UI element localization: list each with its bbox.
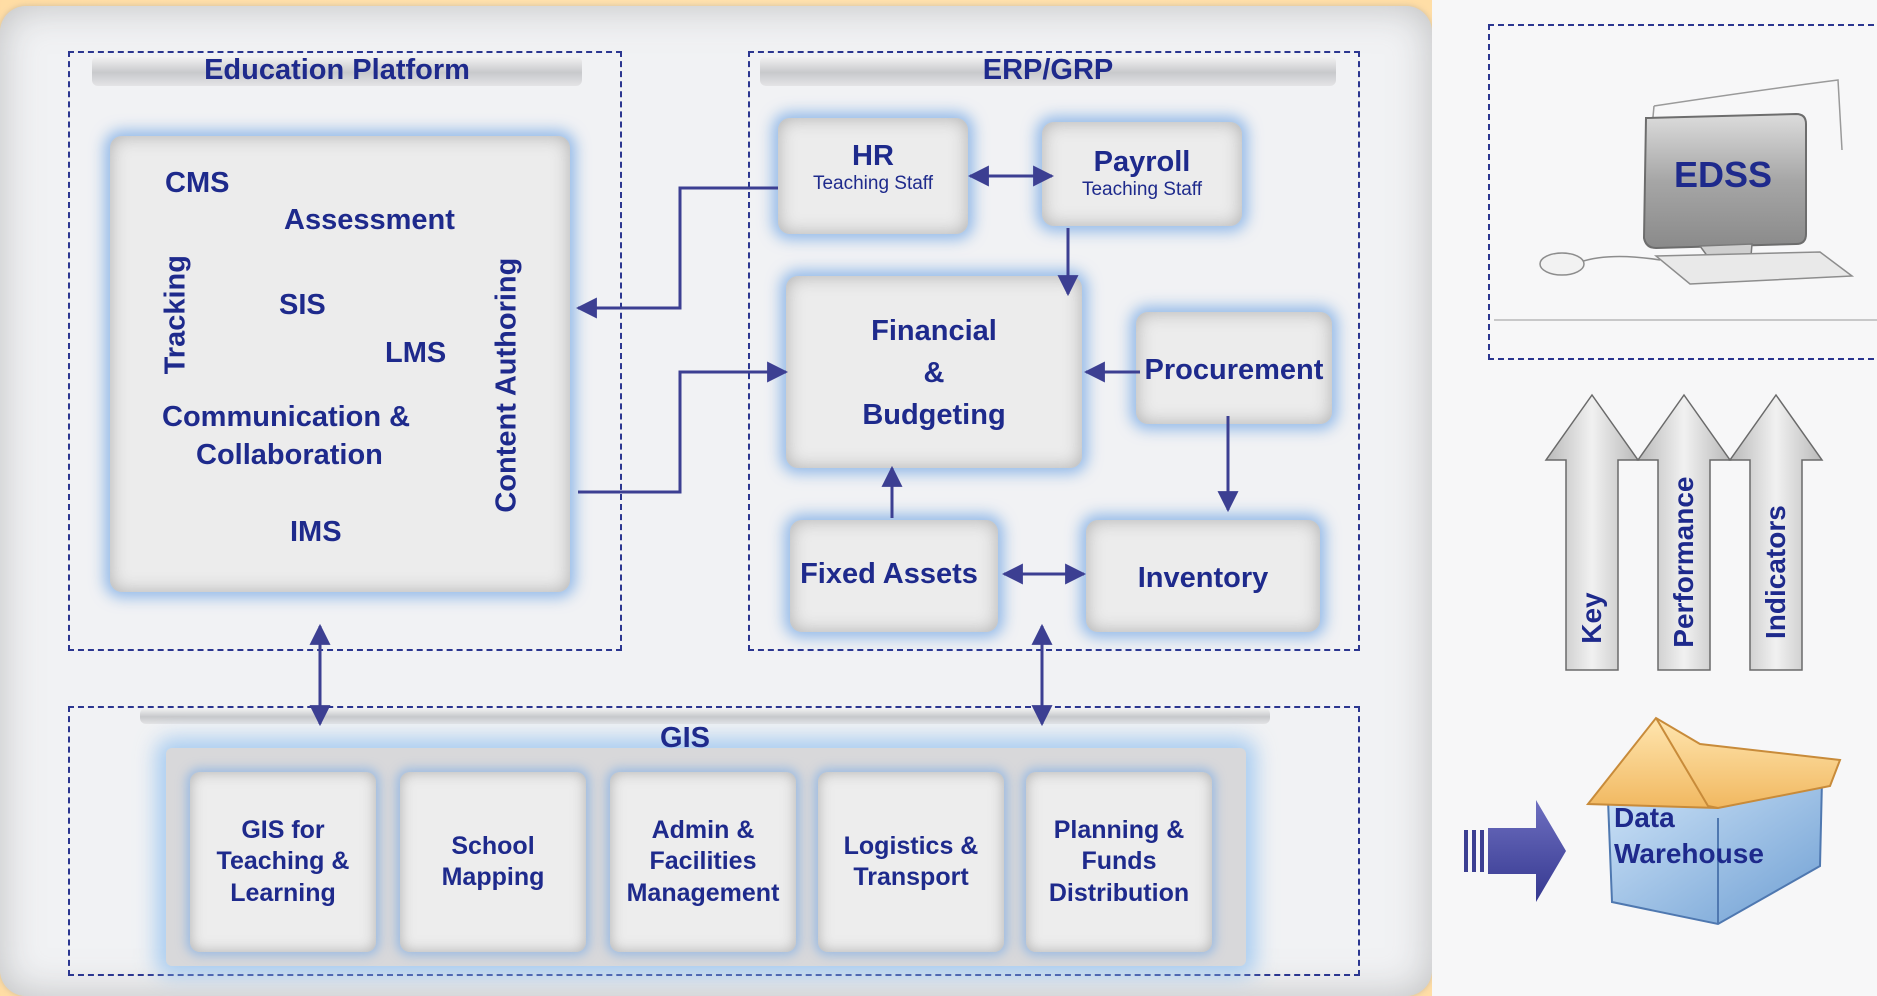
module-tracking: Tracking bbox=[159, 255, 192, 375]
module-ims: IMS bbox=[290, 516, 342, 548]
payroll-title: Payroll bbox=[1093, 146, 1191, 178]
financial-budgeting-label: Financial & Budgeting bbox=[786, 310, 1082, 436]
gis-title: GIS bbox=[660, 722, 710, 754]
education-platform-box bbox=[110, 136, 570, 592]
gis-tile-logistics: Logistics & Transport bbox=[818, 772, 1004, 952]
payroll-box bbox=[1042, 122, 1242, 226]
procurement-label: Procurement bbox=[1144, 354, 1324, 386]
gis-tile-teaching-label: GIS for Teaching & Learning bbox=[216, 816, 350, 907]
data-warehouse-line1: Data bbox=[1614, 802, 1675, 833]
inventory-label: Inventory bbox=[1137, 562, 1269, 594]
payroll-subtitle: Teaching Staff bbox=[1081, 179, 1203, 201]
module-content-authoring: Content Authoring bbox=[490, 257, 523, 513]
module-lms: LMS bbox=[385, 337, 447, 369]
module-cms: CMS bbox=[165, 167, 230, 199]
gis-tile-school-mapping-label: School Mapping bbox=[441, 831, 545, 891]
gis-tile-school-mapping: School Mapping bbox=[400, 772, 586, 952]
module-communication: Communication & bbox=[162, 401, 411, 433]
kpi-label-performance: Performance bbox=[1667, 476, 1699, 648]
procurement-box bbox=[1136, 312, 1332, 424]
hr-label: HR Teaching Staff bbox=[778, 140, 968, 195]
gis-tile-admin-facilities-label: Admin & Facilities Management bbox=[626, 816, 780, 907]
erp-title-band bbox=[760, 56, 1336, 86]
financial-line1: Financial bbox=[871, 315, 997, 347]
data-warehouse-label: Data Warehouse bbox=[1614, 800, 1764, 873]
payroll-label: Payroll Teaching Staff bbox=[1042, 146, 1242, 201]
module-collaboration: Collaboration bbox=[196, 439, 383, 471]
kpi-label-indicators: Indicators bbox=[1759, 505, 1791, 639]
module-sis: SIS bbox=[279, 289, 326, 321]
gis-frame bbox=[68, 706, 1360, 976]
gis-tile-admin-facilities: Admin & Facilities Management bbox=[610, 772, 796, 952]
gis-tile-logistics-label: Logistics & Transport bbox=[843, 831, 979, 891]
financial-line3: Budgeting bbox=[862, 399, 1006, 432]
education-platform-title-band bbox=[92, 56, 582, 86]
gis-tile-planning-label: Planning & Funds Distribution bbox=[1048, 816, 1190, 907]
data-warehouse-line2: Warehouse bbox=[1614, 838, 1764, 870]
erp-title: ERP/GRP bbox=[982, 54, 1114, 86]
kpi-label-key: Key bbox=[1575, 592, 1607, 644]
hr-box bbox=[778, 118, 968, 234]
financial-budgeting-box bbox=[786, 276, 1082, 468]
education-platform-title: Education Platform bbox=[204, 54, 470, 86]
inventory-box bbox=[1086, 520, 1320, 632]
education-platform-frame bbox=[68, 51, 622, 651]
financial-line2: & bbox=[923, 357, 945, 390]
gis-tile-planning: Planning & Funds Distribution bbox=[1026, 772, 1212, 952]
hr-title: HR bbox=[852, 140, 894, 172]
erp-frame bbox=[748, 51, 1360, 651]
edss-frame bbox=[1488, 24, 1877, 360]
fixed-assets-label: Fixed Assets bbox=[800, 558, 978, 590]
gis-tile-teaching: GIS for Teaching & Learning bbox=[190, 772, 376, 952]
gis-title-band bbox=[140, 708, 1270, 724]
fixed-assets-box bbox=[790, 520, 998, 632]
edss-label: EDSS bbox=[1673, 154, 1773, 195]
module-assessment: Assessment bbox=[284, 204, 455, 236]
hr-subtitle: Teaching Staff bbox=[812, 173, 934, 195]
